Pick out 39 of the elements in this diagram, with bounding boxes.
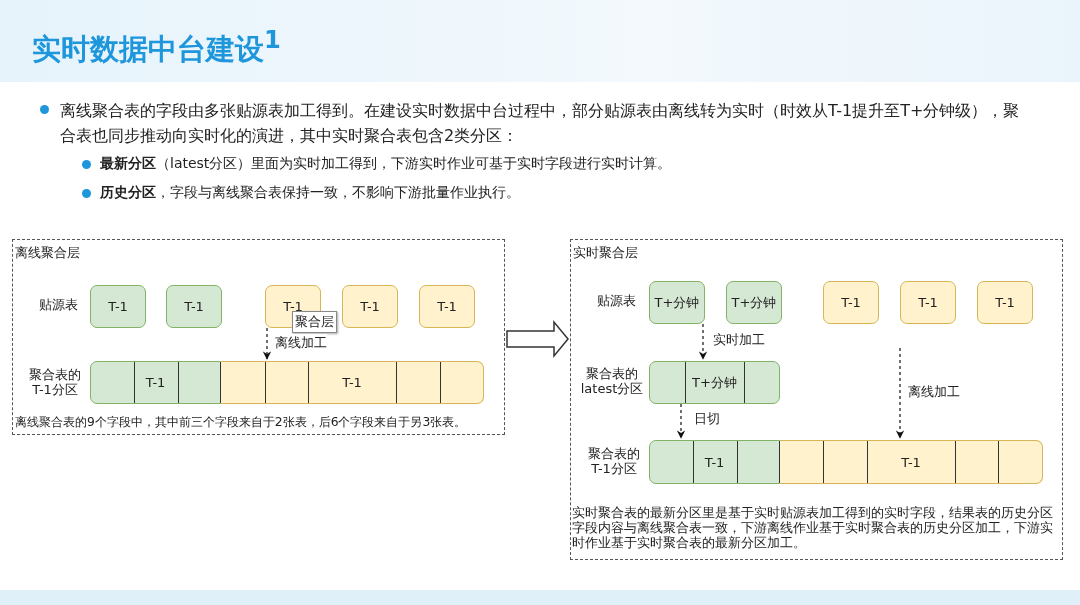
source-table-box: T+分钟 xyxy=(649,281,705,324)
row-label: 聚合表的latest分区 xyxy=(580,366,644,396)
arrow xyxy=(676,403,686,439)
arrow xyxy=(262,327,272,360)
layer-heading: 离线聚合层 xyxy=(15,244,80,262)
edge-label: 离线加工 xyxy=(275,334,327,352)
edge-label: 日切 xyxy=(694,410,720,428)
partition-bar: T+分钟 xyxy=(649,361,780,404)
arrow xyxy=(698,323,708,360)
block-arrow xyxy=(506,319,569,359)
partition-bar: T-1 xyxy=(780,440,1043,484)
title: 实时数据中台建设$^{1}$ xyxy=(32,26,281,68)
layer-heading: 实时聚合层 xyxy=(573,244,638,262)
source-table-box: T+分钟 xyxy=(726,281,782,324)
row-label: 贴源表 xyxy=(37,297,79,312)
partition-bar: T-1 xyxy=(649,440,780,484)
source-table-box: T-1 xyxy=(900,281,956,324)
bullet-text: 最新分区（latest分区）里面为实时加工得到，下游实时作业可基于实时字段进行实时计算。 xyxy=(100,155,673,173)
partition-bar: T-1 xyxy=(90,361,221,404)
layer-container xyxy=(12,239,505,435)
row-label: 聚合表的T-1分区 xyxy=(28,367,82,397)
source-table-box: T-1 xyxy=(823,281,879,324)
source-table-box: T-1 xyxy=(342,285,398,328)
row-label: 贴源表 xyxy=(595,293,637,308)
edge-label: 实时加工 xyxy=(713,331,765,349)
row-label: 聚合表的T-1分区 xyxy=(587,446,641,476)
bullet-text: 离线聚合表的字段由多张贴源表加工得到。在建设实时数据中台过程中，部分贴源表由离线转为实时（时效从T-1提升至T+分钟级），聚合表也同步推动向实时化的演进，其中实时聚合表包含2类分区： xyxy=(60,100,1020,147)
layer-container xyxy=(570,239,1063,560)
tooltip: 聚合层 xyxy=(292,311,337,333)
source-table-box: T-1 xyxy=(166,285,222,328)
edge-label: 离线加工 xyxy=(908,383,960,401)
source-table-box: T-1 xyxy=(90,285,146,328)
source-table-box: T-1 xyxy=(977,281,1033,324)
arrow xyxy=(895,347,905,439)
source-table-box: T-1 xyxy=(419,285,475,328)
note-text: 离线聚合表的9个字段中，其中前三个字段来自于2张表，后6个字段来自于另3张表。 xyxy=(15,414,468,431)
partition-bar: T-1 xyxy=(221,361,484,404)
bullet-text: 历史分区，字段与离线聚合表保持一致，不影响下游批量作业执行。 xyxy=(100,184,521,202)
note-text: 实时聚合表的最新分区里是基于实时贴源表加工得到的实时字段，结果表的历史分区字段内容与离线聚合表一致，下游离线作业基于实时聚合表的历史分区加工，下游实时作业基于实时聚合表的最新分区加工。 xyxy=(572,505,1054,550)
